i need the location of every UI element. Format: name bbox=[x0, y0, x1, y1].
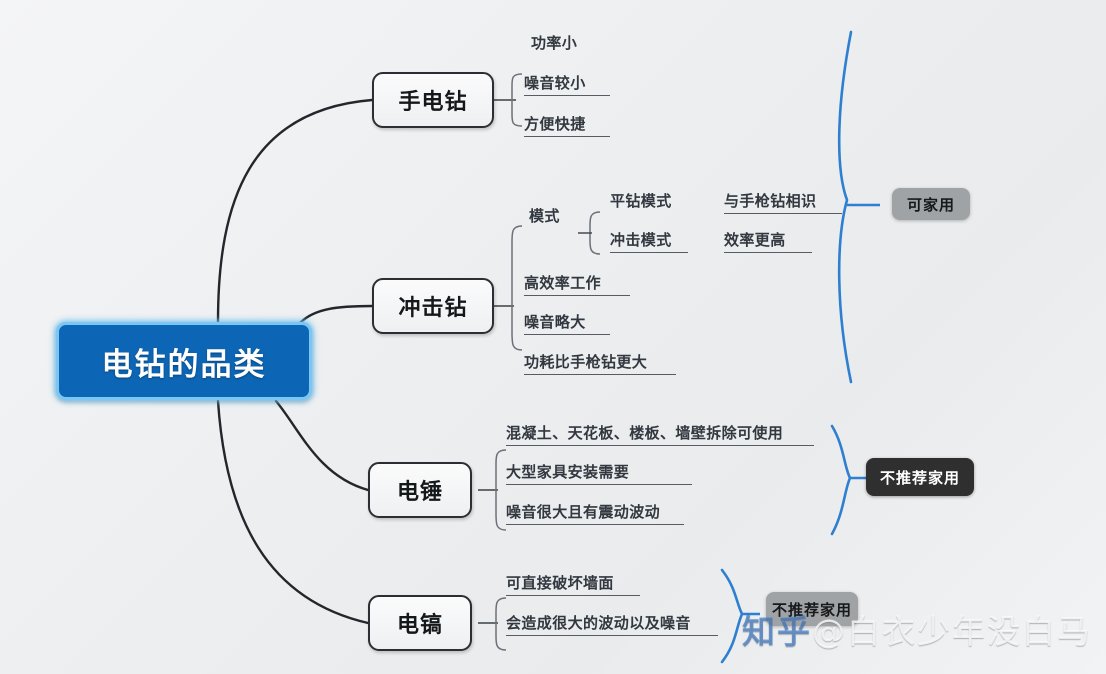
bracket-modes bbox=[589, 211, 601, 255]
branch-node-pick[interactable]: 电镐 bbox=[368, 595, 472, 651]
watermark-site: 知乎 bbox=[742, 612, 812, 651]
bracket-pick bbox=[495, 597, 507, 651]
brace-pick bbox=[720, 568, 744, 664]
watermark: 知乎@白衣少年没白马 bbox=[742, 605, 1092, 653]
branch-label-impact-drill: 冲击钻 bbox=[398, 296, 468, 321]
branch-label-hammer: 电锤 bbox=[396, 480, 443, 505]
brace-hammer bbox=[830, 424, 852, 536]
leaf-mode-impact[interactable]: 冲击模式 bbox=[610, 229, 688, 253]
leaf-hammer-2[interactable]: 大型家具安装需要 bbox=[506, 461, 692, 485]
leaf-hand-drill-3[interactable]: 方便快捷 bbox=[524, 113, 610, 137]
badge-pick-usage-label: 不推荐家用 bbox=[771, 600, 852, 619]
badge-not-recommended-label: 不推荐家用 bbox=[879, 468, 960, 487]
bracket-hand-drill bbox=[511, 73, 523, 127]
branch-label-pick: 电镐 bbox=[396, 613, 443, 638]
badge-home-use[interactable]: 可家用 bbox=[892, 188, 970, 220]
leaf-hand-drill-1[interactable]: 功率小 bbox=[531, 34, 578, 52]
branch-node-hand-drill[interactable]: 手电钻 bbox=[372, 72, 494, 128]
leaf-mode-flat[interactable]: 平钻模式 bbox=[610, 192, 672, 210]
badge-not-recommended[interactable]: 不推荐家用 bbox=[866, 458, 974, 496]
bracket-impact-drill bbox=[511, 225, 523, 351]
root-node-label: 电钻的品类 bbox=[101, 346, 267, 383]
leaf-pick-1[interactable]: 可直接破坏墙面 bbox=[506, 572, 640, 596]
leaf-impact-drill-2[interactable]: 高效率工作 bbox=[524, 272, 630, 296]
leaf-hammer-1[interactable]: 混凝土、天花板、楼板、墙壁拆除可使用 bbox=[506, 422, 814, 446]
bracket-hammer bbox=[495, 449, 507, 531]
leaf-impact-drill-mode[interactable]: 模式 bbox=[529, 207, 560, 225]
leaf-hammer-3[interactable]: 噪音很大且有震动波动 bbox=[506, 501, 684, 525]
root-node[interactable]: 电钻的品类 bbox=[56, 322, 312, 400]
edge-root-to-hand-drill bbox=[216, 98, 374, 324]
leaf-impact-drill-4[interactable]: 功耗比手枪钻更大 bbox=[524, 351, 676, 375]
badge-pick-usage[interactable]: 不推荐家用 bbox=[766, 592, 858, 626]
branch-label-hand-drill: 手电钻 bbox=[398, 90, 468, 115]
branch-node-impact-drill[interactable]: 冲击钻 bbox=[372, 278, 494, 334]
leaf-hand-drill-2[interactable]: 噪音较小 bbox=[524, 72, 610, 96]
leaf-mode-impact-detail[interactable]: 效率更高 bbox=[724, 229, 812, 253]
leaf-pick-2[interactable]: 会造成很大的波动以及噪音 bbox=[506, 612, 718, 636]
leaf-mode-flat-detail[interactable]: 与手枪钻相识 bbox=[724, 190, 842, 214]
branch-node-hammer[interactable]: 电锤 bbox=[368, 462, 472, 518]
edge-root-to-hammer bbox=[274, 399, 370, 492]
edge-root-to-pick bbox=[216, 399, 370, 625]
badge-home-use-label: 可家用 bbox=[906, 195, 955, 214]
watermark-handle: @白衣少年没白马 bbox=[812, 612, 1092, 651]
leaf-impact-drill-3[interactable]: 噪音略大 bbox=[524, 311, 610, 335]
